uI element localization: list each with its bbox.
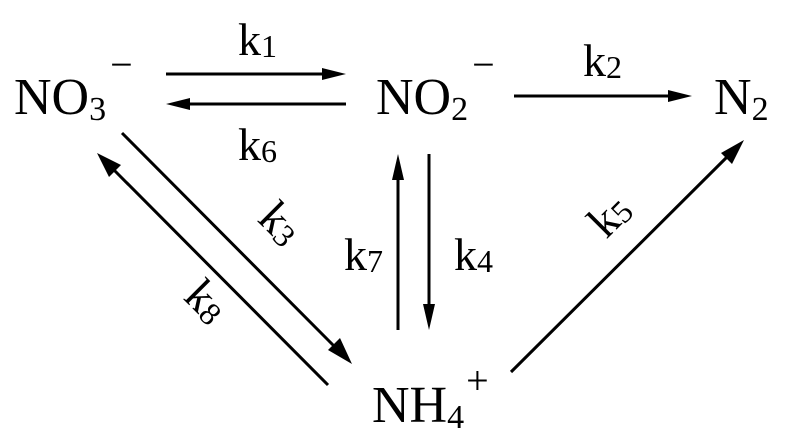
nitrite-base: NO [376, 69, 451, 126]
k6-index: 6 [261, 133, 277, 169]
label-k1: k1 [238, 14, 277, 65]
ammonium-charge: + [466, 358, 489, 403]
k4-letter: k [454, 229, 477, 280]
arrow-k4 [423, 154, 435, 330]
nitrogen-subscript: 2 [752, 91, 769, 128]
arrow-k8 [97, 153, 330, 387]
arrow-k2 [514, 90, 692, 102]
node-nitrogen: N2 [714, 69, 769, 128]
svg-text:k8: k8 [175, 269, 239, 333]
svg-text:NO2−: NO2− [376, 42, 495, 128]
svg-text:N2: N2 [714, 69, 769, 128]
nitrate-charge: − [110, 42, 133, 87]
node-nitrate: NO3− [14, 42, 133, 128]
arrow-k6 [166, 98, 346, 110]
arrow-k1 [166, 68, 346, 80]
label-k7: k7 [344, 229, 383, 280]
label-k5: k5 [577, 183, 641, 247]
ammonium-subscript: 4 [447, 399, 464, 436]
svg-text:k4: k4 [454, 229, 493, 280]
svg-text:k3: k3 [249, 191, 313, 255]
label-k2: k2 [583, 35, 622, 86]
svg-text:k2: k2 [583, 35, 622, 86]
k1-index: 1 [261, 28, 277, 64]
label-k3: k3 [249, 191, 313, 255]
svg-text:k1: k1 [238, 14, 277, 65]
svg-text:NH4+: NH4+ [372, 358, 489, 436]
label-k8: k8 [175, 269, 239, 333]
arrow-k7 [392, 154, 404, 330]
k2-index: 2 [606, 49, 622, 85]
label-k6: k6 [238, 119, 277, 170]
nitrate-subscript: 3 [89, 91, 106, 128]
arrow-k3 [120, 131, 352, 364]
k4-index: 4 [477, 243, 493, 279]
nitrite-subscript: 2 [451, 91, 468, 128]
nitrite-charge: − [472, 42, 495, 87]
k7-index: 7 [367, 243, 383, 279]
nitrate-base: NO [14, 69, 89, 126]
label-k4: k4 [454, 229, 493, 280]
svg-text:NO3−: NO3− [14, 42, 133, 128]
k7-letter: k [344, 229, 367, 280]
svg-text:k6: k6 [238, 119, 277, 170]
nitrogen-base: N [714, 69, 752, 126]
ammonium-base: NH [372, 377, 447, 434]
node-nitrite: NO2− [376, 42, 495, 128]
svg-text:k5: k5 [577, 183, 641, 247]
arrow-k5 [509, 140, 744, 374]
k1-letter: k [238, 14, 261, 65]
svg-text:k7: k7 [344, 229, 383, 280]
k6-letter: k [238, 119, 261, 170]
node-ammonium: NH4+ [372, 358, 489, 436]
k2-letter: k [583, 35, 606, 86]
